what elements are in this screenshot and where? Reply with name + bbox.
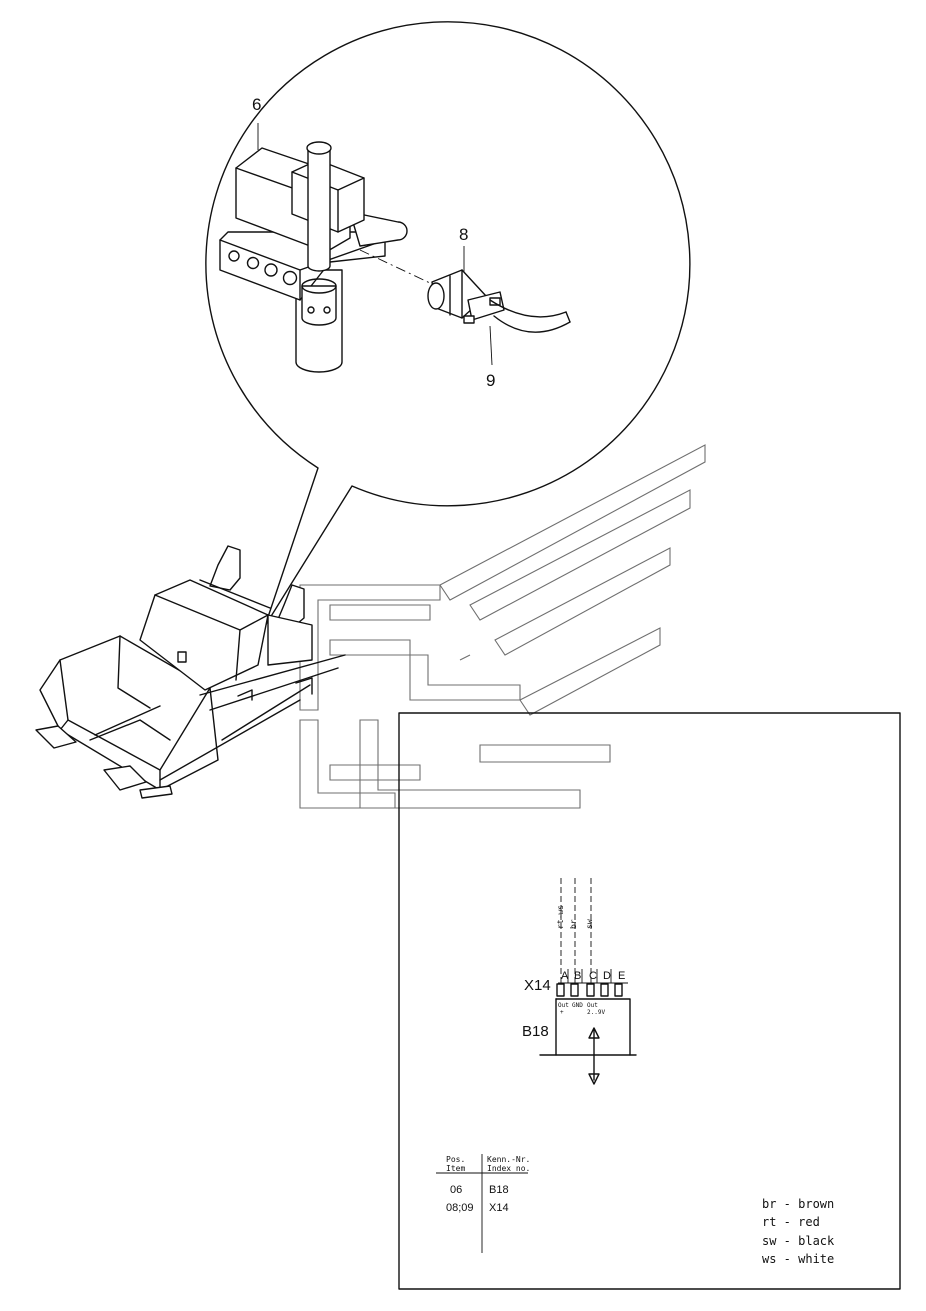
table-header-pos: Pos. [446,1155,465,1164]
legend-ws: ws - white [762,1252,834,1266]
table-header-item: Item [446,1164,465,1173]
detail-circle [205,21,691,627]
pin-C: C [589,970,597,982]
legend-br: br - brown [762,1197,834,1211]
schematic-frame [398,712,901,1290]
table-header-kenn: Kenn.-Nr. [487,1155,530,1164]
pin-A: A [561,970,569,982]
watermark-logo [299,444,706,809]
table-header-index: Index no. [487,1164,530,1173]
pin-note-gnd: GND [572,1002,583,1009]
table-row-1-pos: 06 [450,1184,462,1196]
table-row-1-id: B18 [489,1184,509,1196]
pin-note-out-1: Out [558,1002,569,1009]
pin-note-plus: + [560,1009,564,1016]
sensor-mount-detail [219,123,571,373]
wire-label-rt-ws: rt-ws [556,905,565,929]
wire-label-br: br [569,919,578,929]
callout-6: 6 [252,95,261,114]
pin-note-out-2: Out [587,1002,598,1009]
pin-E: E [618,970,625,982]
sensor-box-b18 [539,998,637,1085]
pin-B: B [574,970,581,982]
sensor-label: B18 [522,1023,549,1040]
wire-label-sw: sw [585,919,594,929]
legend-rt: rt - red [762,1215,820,1229]
table-row-2-id: X14 [489,1202,509,1214]
parts-table-grid [436,1154,528,1253]
legend-sw: sw - black [762,1234,835,1248]
pin-note-voltage: 2..9V [587,1009,605,1016]
callout-8: 8 [459,225,468,244]
pin-D: D [603,970,611,982]
connector-x14-pins [556,969,628,997]
callout-9: 9 [486,371,495,390]
paver-machine [35,545,346,799]
table-row-2-pos: 08;09 [446,1202,474,1214]
connector-label: X14 [524,977,551,994]
